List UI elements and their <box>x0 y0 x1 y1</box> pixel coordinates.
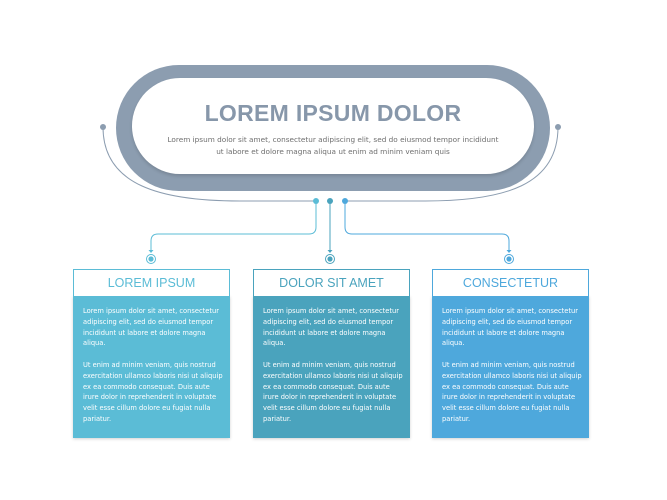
target-3-icon <box>504 254 514 264</box>
card-consectetur: CONSECTETUR Lorem ipsum dolor sit amet, … <box>432 269 589 438</box>
connector-1 <box>150 201 317 250</box>
card-paragraph-1: Lorem ipsum dolor sit amet, consectetur … <box>83 307 220 348</box>
arrow-2-icon <box>327 250 333 253</box>
card-dolor-sit-amet: DOLOR SIT AMET Lorem ipsum dolor sit ame… <box>253 269 410 438</box>
card-title: DOLOR SIT AMET <box>253 269 410 297</box>
connector-2-dot <box>327 198 333 204</box>
left-arc-dot <box>100 124 106 130</box>
card-paragraph-1: Lorem ipsum dolor sit amet, consectetur … <box>442 307 579 348</box>
main-subtitle: Lorem ipsum dolor sit amet, consectetur … <box>167 135 499 156</box>
right-arc-dot <box>555 124 561 130</box>
connector-3-dot <box>342 198 348 204</box>
left-arc-connector <box>102 126 316 202</box>
card-body: Lorem ipsum dolor sit amet, consectetur … <box>73 296 230 438</box>
connector-1-dot <box>313 198 319 204</box>
arrow-1-icon <box>148 250 154 253</box>
target-1-icon <box>146 254 156 264</box>
target-2-icon <box>325 254 335 264</box>
card-title: CONSECTETUR <box>432 269 589 297</box>
card-lorem-ipsum: LOREM IPSUM Lorem ipsum dolor sit amet, … <box>73 269 230 438</box>
card-paragraph-2: Ut enim ad minim veniam, quis nostrud ex… <box>83 360 223 423</box>
header-pill <box>132 78 534 174</box>
right-arc-connector <box>345 126 559 202</box>
main-title: LOREM IPSUM DOLOR <box>204 100 462 126</box>
card-body: Lorem ipsum dolor sit amet, consectetur … <box>432 296 589 438</box>
card-paragraph-2: Ut enim ad minim veniam, quis nostrud ex… <box>442 360 582 423</box>
arrow-3-icon <box>506 250 512 253</box>
card-body: Lorem ipsum dolor sit amet, consectetur … <box>253 296 410 438</box>
card-paragraph-2: Ut enim ad minim veniam, quis nostrud ex… <box>263 360 403 423</box>
card-title: LOREM IPSUM <box>73 269 230 297</box>
connector-3 <box>344 201 510 250</box>
card-paragraph-1: Lorem ipsum dolor sit amet, consectetur … <box>263 307 400 348</box>
